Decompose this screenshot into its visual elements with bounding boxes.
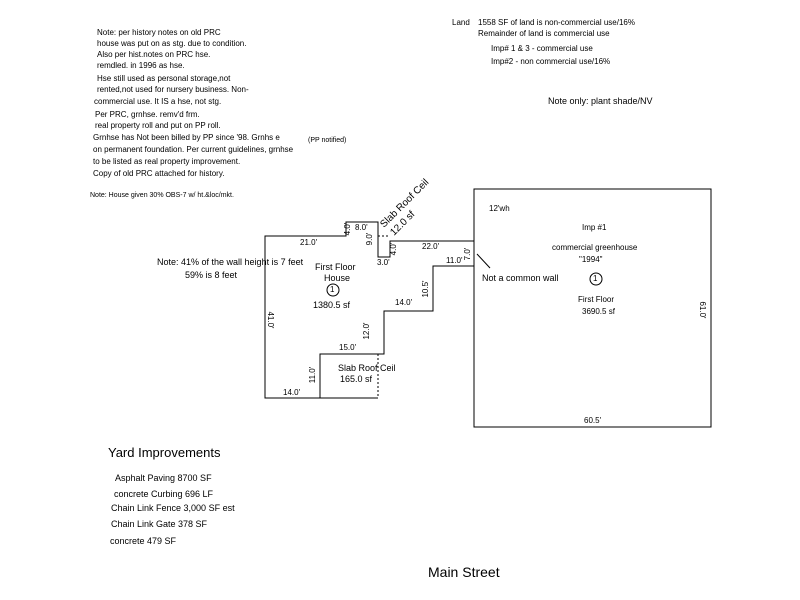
note-line: Hse still used as personal storage,not (97, 74, 231, 83)
dim-21: 21.0' (300, 238, 318, 247)
yard-item: Asphalt Paving 8700 SF (115, 473, 212, 483)
common-wall-note: Not a common wall (482, 273, 559, 283)
wall-height-note-1: Note: 41% of the wall height is 7 feet (157, 257, 304, 267)
greenhouse-area: 3690.5 sf (582, 307, 615, 316)
plant-shade-note: Note only: plant shade/NV (548, 96, 653, 106)
greenhouse-wall-height: 12'wh (489, 204, 510, 213)
dim-4-lower: 4.0' (389, 242, 398, 255)
dim-61: 61.0' (698, 301, 707, 319)
house-type-label: House (324, 273, 351, 283)
common-wall-pointer (476, 253, 491, 269)
dim-12: 12.0' (362, 322, 371, 340)
wall-height-note-2: 59% is 8 feet (185, 270, 238, 280)
slab-lower-label: Slab Roof Ceil (338, 363, 396, 373)
note-line: Per PRC, grnhse. remv'd frm. (95, 110, 200, 119)
note-line: Copy of old PRC attached for history. (93, 169, 225, 178)
yard-improvements-title: Yard Improvements (108, 445, 221, 460)
dim-41: 41.0' (266, 311, 275, 329)
street-label: Main Street (428, 564, 500, 580)
house-area: 1380.5 sf (313, 300, 351, 310)
imp-2-note: Imp#2 - non commercial use/16% (491, 57, 611, 66)
greenhouse-imp-label: Imp #1 (582, 223, 607, 232)
house-marker-circle (326, 283, 340, 297)
land-line-1: 1558 SF of land is non-commercial use/16… (478, 18, 635, 27)
house-outline (264, 221, 474, 399)
dim-4-upper: 4.0' (343, 222, 352, 235)
house-marker: 1 (330, 285, 335, 294)
dim-105: 10.5' (421, 280, 430, 298)
land-line-2: Remainder of land is commercial use (478, 29, 610, 38)
greenhouse-description: commercial greenhouse (552, 243, 638, 252)
house-floor-label: First Floor (315, 262, 356, 272)
greenhouse-year: "1994" (579, 255, 603, 264)
dim-14-lower: 14.0' (283, 388, 301, 397)
note-line: commercial use. It IS a hse, not stg. (94, 97, 222, 106)
note-line: Note: per history notes on old PRC (97, 28, 221, 37)
house-outline-east (319, 265, 474, 398)
dim-7: 7.0' (463, 247, 472, 260)
greenhouse-floor-label: First Floor (578, 295, 614, 304)
greenhouse-marker: 1 (593, 274, 598, 283)
note-line: Also per hist.notes on PRC hse. (97, 50, 211, 59)
dim-8: 8.0' (355, 223, 368, 232)
dim-9: 9.0' (365, 232, 374, 245)
dim-22: 22.0' (422, 242, 440, 251)
yard-item: concrete Curbing 696 LF (114, 489, 214, 499)
note-line: remdled. in 1996 as hse. (97, 61, 185, 70)
obs-note: Note: House given 30% OBS-7 w/ ht.&loc/m… (90, 192, 234, 199)
dim-11-lower: 11.0' (308, 366, 317, 383)
yard-item: Chain Link Fence 3,000 SF est (111, 503, 235, 513)
land-label: Land (452, 18, 470, 27)
dim-60-5: 60.5' (584, 416, 602, 425)
slab-lower-area: 165.0 sf (340, 374, 373, 384)
yard-item: Chain Link Gate 378 SF (111, 519, 208, 529)
note-line: Grnhse has Not been billed by PP since '… (93, 133, 280, 142)
note-line: real property roll and put on PP roll. (95, 121, 221, 130)
greenhouse-marker-circle (589, 272, 603, 286)
pp-notified-note: (PP notified) (308, 137, 347, 144)
dim-11-upper: 11.0' (446, 256, 463, 265)
note-line: house was put on as stg. due to conditio… (97, 39, 247, 48)
dim-15: 15.0' (339, 343, 357, 352)
dim-14-upper: 14.0' (395, 298, 413, 307)
yard-item: concrete 479 SF (110, 536, 177, 546)
note-line: to be listed as real property improvemen… (93, 157, 241, 166)
note-line: rented,not used for nursery business. No… (97, 85, 249, 94)
greenhouse-outline (473, 188, 712, 428)
note-line: on permanent foundation. Per current gui… (93, 145, 294, 154)
imp-1-3-note: Imp# 1 & 3 - commercial use (491, 44, 593, 53)
dim-3: 3.0' (377, 258, 390, 267)
